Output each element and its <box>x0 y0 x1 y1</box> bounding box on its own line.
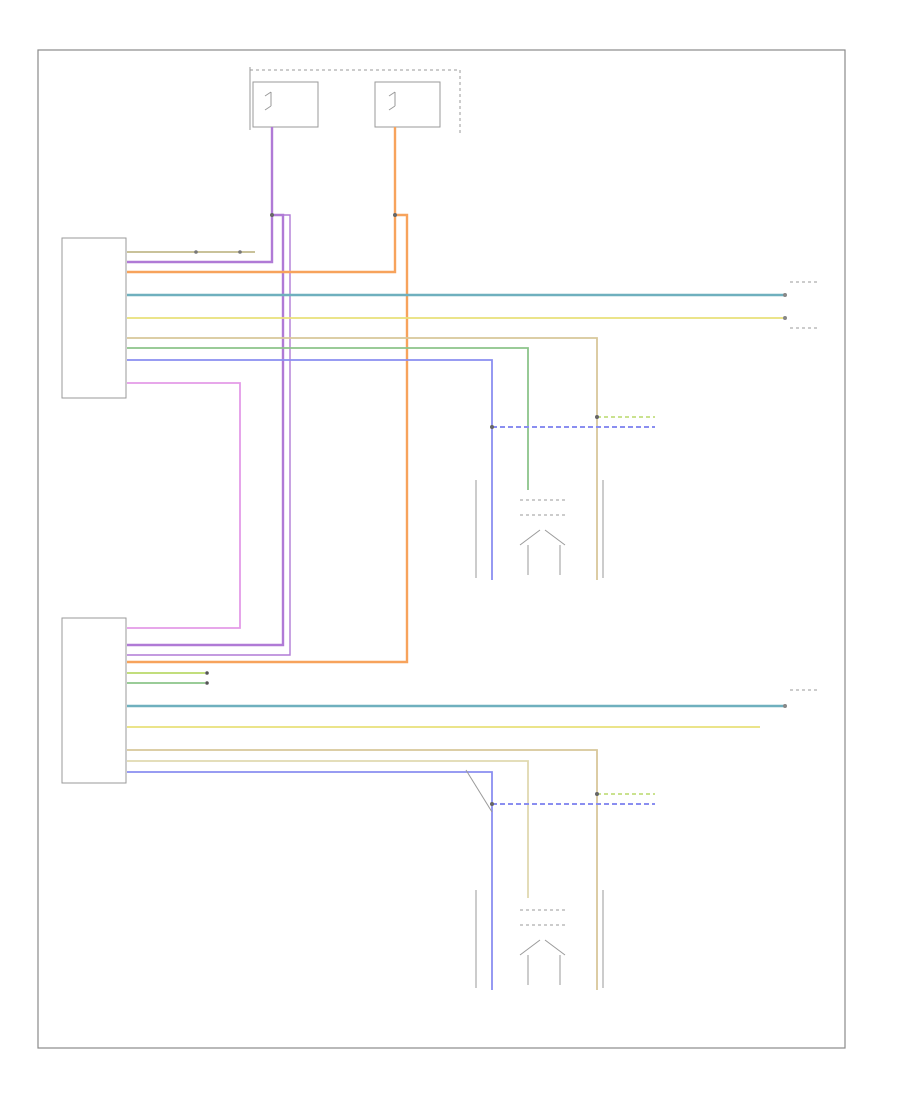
lower-switch-assembly <box>465 769 604 988</box>
wire-grey-lower <box>127 760 529 898</box>
wire-tan-upper <box>127 337 598 580</box>
wire-green-upper <box>127 347 529 490</box>
wire-pink <box>127 382 241 629</box>
splice-dot <box>393 213 397 217</box>
right-rear-connector <box>783 281 820 329</box>
upper-control-module <box>61 237 127 399</box>
lower-control-module <box>61 617 127 784</box>
splice-dot <box>270 213 274 217</box>
fuse-2 <box>374 81 441 128</box>
wire-tan-lower <box>127 749 598 990</box>
wire-purple-c <box>127 214 291 656</box>
splice-dot <box>490 802 494 806</box>
module-upper-box <box>61 237 127 399</box>
wire-orange-b <box>127 215 397 274</box>
upper-switch-assembly <box>475 480 604 578</box>
wires <box>127 127 785 990</box>
splice-dot <box>490 425 494 429</box>
wire-purple-a <box>127 127 285 647</box>
right-front-connector <box>783 689 820 708</box>
splice-dot <box>595 415 599 419</box>
wire-blue-upper <box>127 359 493 580</box>
splice-dot <box>595 792 599 796</box>
wire-orange-a <box>127 127 409 664</box>
wire-blue-lower <box>127 771 493 990</box>
module-lower-box <box>61 617 127 784</box>
wire-purple-b <box>127 215 274 264</box>
diagram-frame <box>37 49 846 1049</box>
fuse-1 <box>252 81 319 128</box>
fuse-block <box>249 64 461 135</box>
